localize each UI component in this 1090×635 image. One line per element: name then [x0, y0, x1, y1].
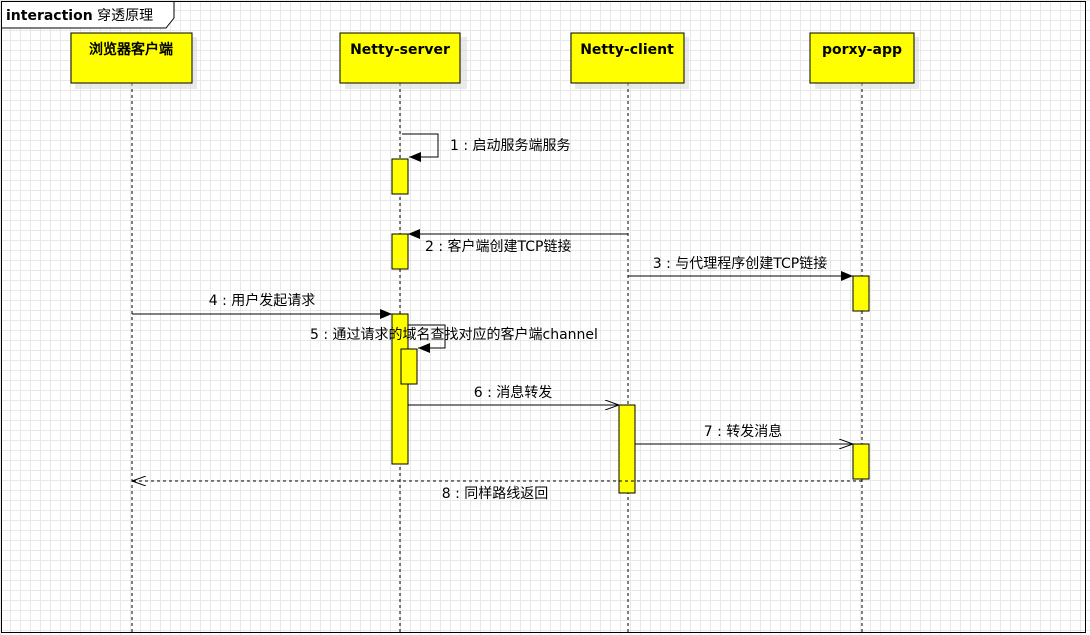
participant-porxy-app[interactable]: porxy-app: [809, 32, 915, 84]
activation-client-1: [618, 404, 636, 494]
message-4-label: 4 : 用户发起请求: [209, 292, 316, 309]
message-1-label: 1 : 启动服务端服务: [450, 138, 571, 154]
message-5: 5 : 通过请求的域名查找对应的客户端channel: [310, 324, 598, 353]
activation-app-2: [852, 443, 870, 480]
message-5-label: 5 : 通过请求的域名查找对应的客户端channel: [310, 326, 598, 343]
message-8: 8 : 同样路线返回: [132, 481, 862, 502]
message-7-label: 7 : 转发消息: [704, 423, 783, 440]
participant-server-label: Netty-server: [350, 42, 450, 58]
message-8-label: 8 : 同样路线返回: [442, 486, 549, 502]
message-6-label: 6 : 消息转发: [474, 384, 553, 401]
participant-browser[interactable]: 浏览器客户端: [70, 32, 193, 84]
participant-browser-label: 浏览器客户端: [89, 41, 173, 58]
message-2-label: 2 : 客户端创建TCP链接: [425, 238, 571, 255]
activation-server-nested: [400, 348, 418, 385]
participant-client-label: Netty-client: [580, 42, 674, 58]
activation-app-1: [852, 275, 870, 312]
message-7: 7 : 转发消息: [635, 423, 853, 444]
activation-server-1: [391, 158, 409, 195]
frame-title: interaction 穿透原理: [6, 8, 153, 24]
participant-app-label: porxy-app: [822, 42, 902, 58]
message-3-label: 3 : 与代理程序创建TCP链接: [653, 255, 827, 272]
participant-netty-server[interactable]: Netty-server: [339, 32, 461, 84]
activation-server-2: [391, 233, 409, 270]
message-4: 4 : 用户发起请求: [132, 292, 392, 319]
message-6: 6 : 消息转发: [408, 384, 619, 405]
message-2: 2 : 客户端创建TCP链接: [408, 229, 628, 255]
frame-title-tab: [1, 1, 175, 29]
message-3: 3 : 与代理程序创建TCP链接: [628, 255, 853, 281]
message-1: 1 : 启动服务端服务: [402, 133, 571, 162]
participant-netty-client[interactable]: Netty-client: [570, 32, 685, 84]
